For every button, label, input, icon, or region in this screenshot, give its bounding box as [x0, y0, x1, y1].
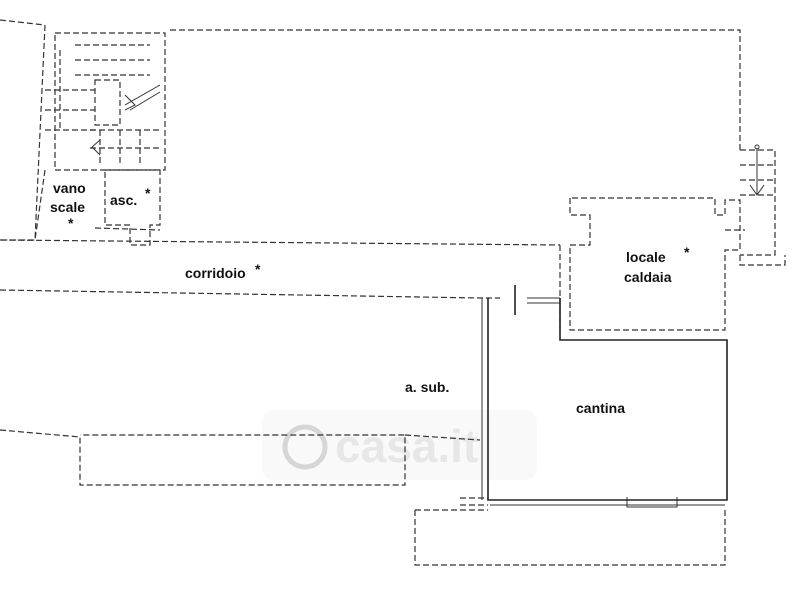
external-stair [739, 144, 786, 266]
watermark: casa.it [262, 410, 537, 480]
label-caldaia: caldaia [624, 269, 672, 285]
stair-arrow-icon [124, 94, 136, 111]
stair-arrow-down-icon [749, 148, 765, 196]
basement-outline [0, 429, 481, 486]
cantina-walls [487, 298, 728, 501]
label-scale: scale [50, 199, 85, 215]
label-corridoio: corridoio [185, 265, 246, 281]
stair-arrow-icon [91, 139, 101, 156]
elevator-shaft [104, 169, 161, 246]
label-asc-mark: * [145, 185, 151, 201]
label-vano-mark: * [68, 215, 74, 231]
stair-core [34, 32, 166, 241]
label-cantina: cantina [576, 400, 625, 416]
label-a-sub: a. sub. [405, 379, 449, 395]
label-vano: vano [53, 180, 86, 196]
watermark-text: casa.it [335, 420, 478, 472]
label-caldaia-mark: * [684, 244, 690, 260]
corridor [0, 227, 561, 299]
watermark-logo-icon [282, 424, 328, 470]
label-corridoio-mark: * [255, 261, 261, 277]
boiler-room [569, 197, 741, 331]
label-asc: asc. [110, 192, 137, 208]
label-locale: locale [626, 249, 666, 265]
